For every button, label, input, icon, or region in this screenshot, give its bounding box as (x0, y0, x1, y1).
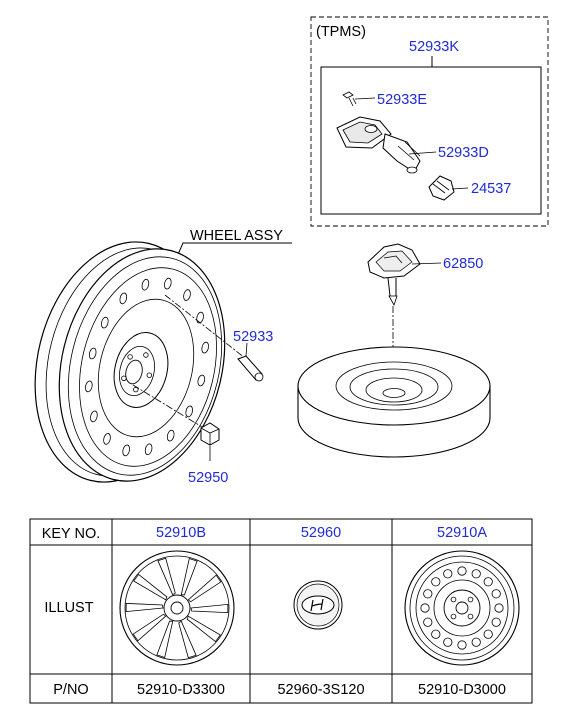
table-header-keyno: KEY NO. (42, 526, 101, 542)
tpms-group-border (310, 16, 549, 227)
table-header-52960-link[interactable]: 52960 (301, 525, 341, 541)
pno-52910B: 52910-D3300 (137, 682, 225, 698)
part-52933K-link[interactable]: 52933K (409, 39, 459, 55)
steel-wheel-illustration (34, 241, 226, 483)
valve-stem-icon (237, 355, 264, 382)
table-header-52910B-link[interactable]: 52910B (156, 525, 206, 541)
part-52950-link[interactable]: 52950 (188, 470, 228, 486)
pno-52960: 52960-3S120 (277, 682, 364, 698)
tpms-screw-icon (342, 91, 357, 107)
tpms-sensor-icon (336, 116, 421, 174)
table-row-illust-label: ILLUST (44, 600, 93, 616)
pno-52910A: 52910-D3000 (418, 682, 506, 698)
part-24537-link[interactable]: 24537 (471, 181, 511, 197)
part-52933D-link[interactable]: 52933D (438, 145, 489, 161)
center-cap-illustration (293, 580, 343, 630)
part-52933-link[interactable]: 52933 (233, 329, 273, 345)
part-62850-link[interactable]: 62850 (443, 256, 483, 272)
spare-holder-icon (367, 243, 421, 306)
wheel-nut-icon (200, 422, 220, 446)
alloy-wheel-illustration (119, 550, 235, 666)
table-header-52910A-link[interactable]: 52910A (437, 525, 487, 541)
tpms-group-label: (TPMS) (316, 24, 366, 40)
steel-wheel-icon (404, 550, 520, 666)
table-row-pno-label: P/NO (53, 682, 88, 698)
spare-tire-illustration (297, 346, 491, 458)
wheel-assy-label: WHEEL ASSY (190, 228, 283, 244)
key-table (29, 518, 533, 704)
part-52933E-link[interactable]: 52933E (377, 92, 427, 108)
tpms-kit-box (320, 66, 542, 215)
valve-cap-icon (428, 175, 455, 201)
